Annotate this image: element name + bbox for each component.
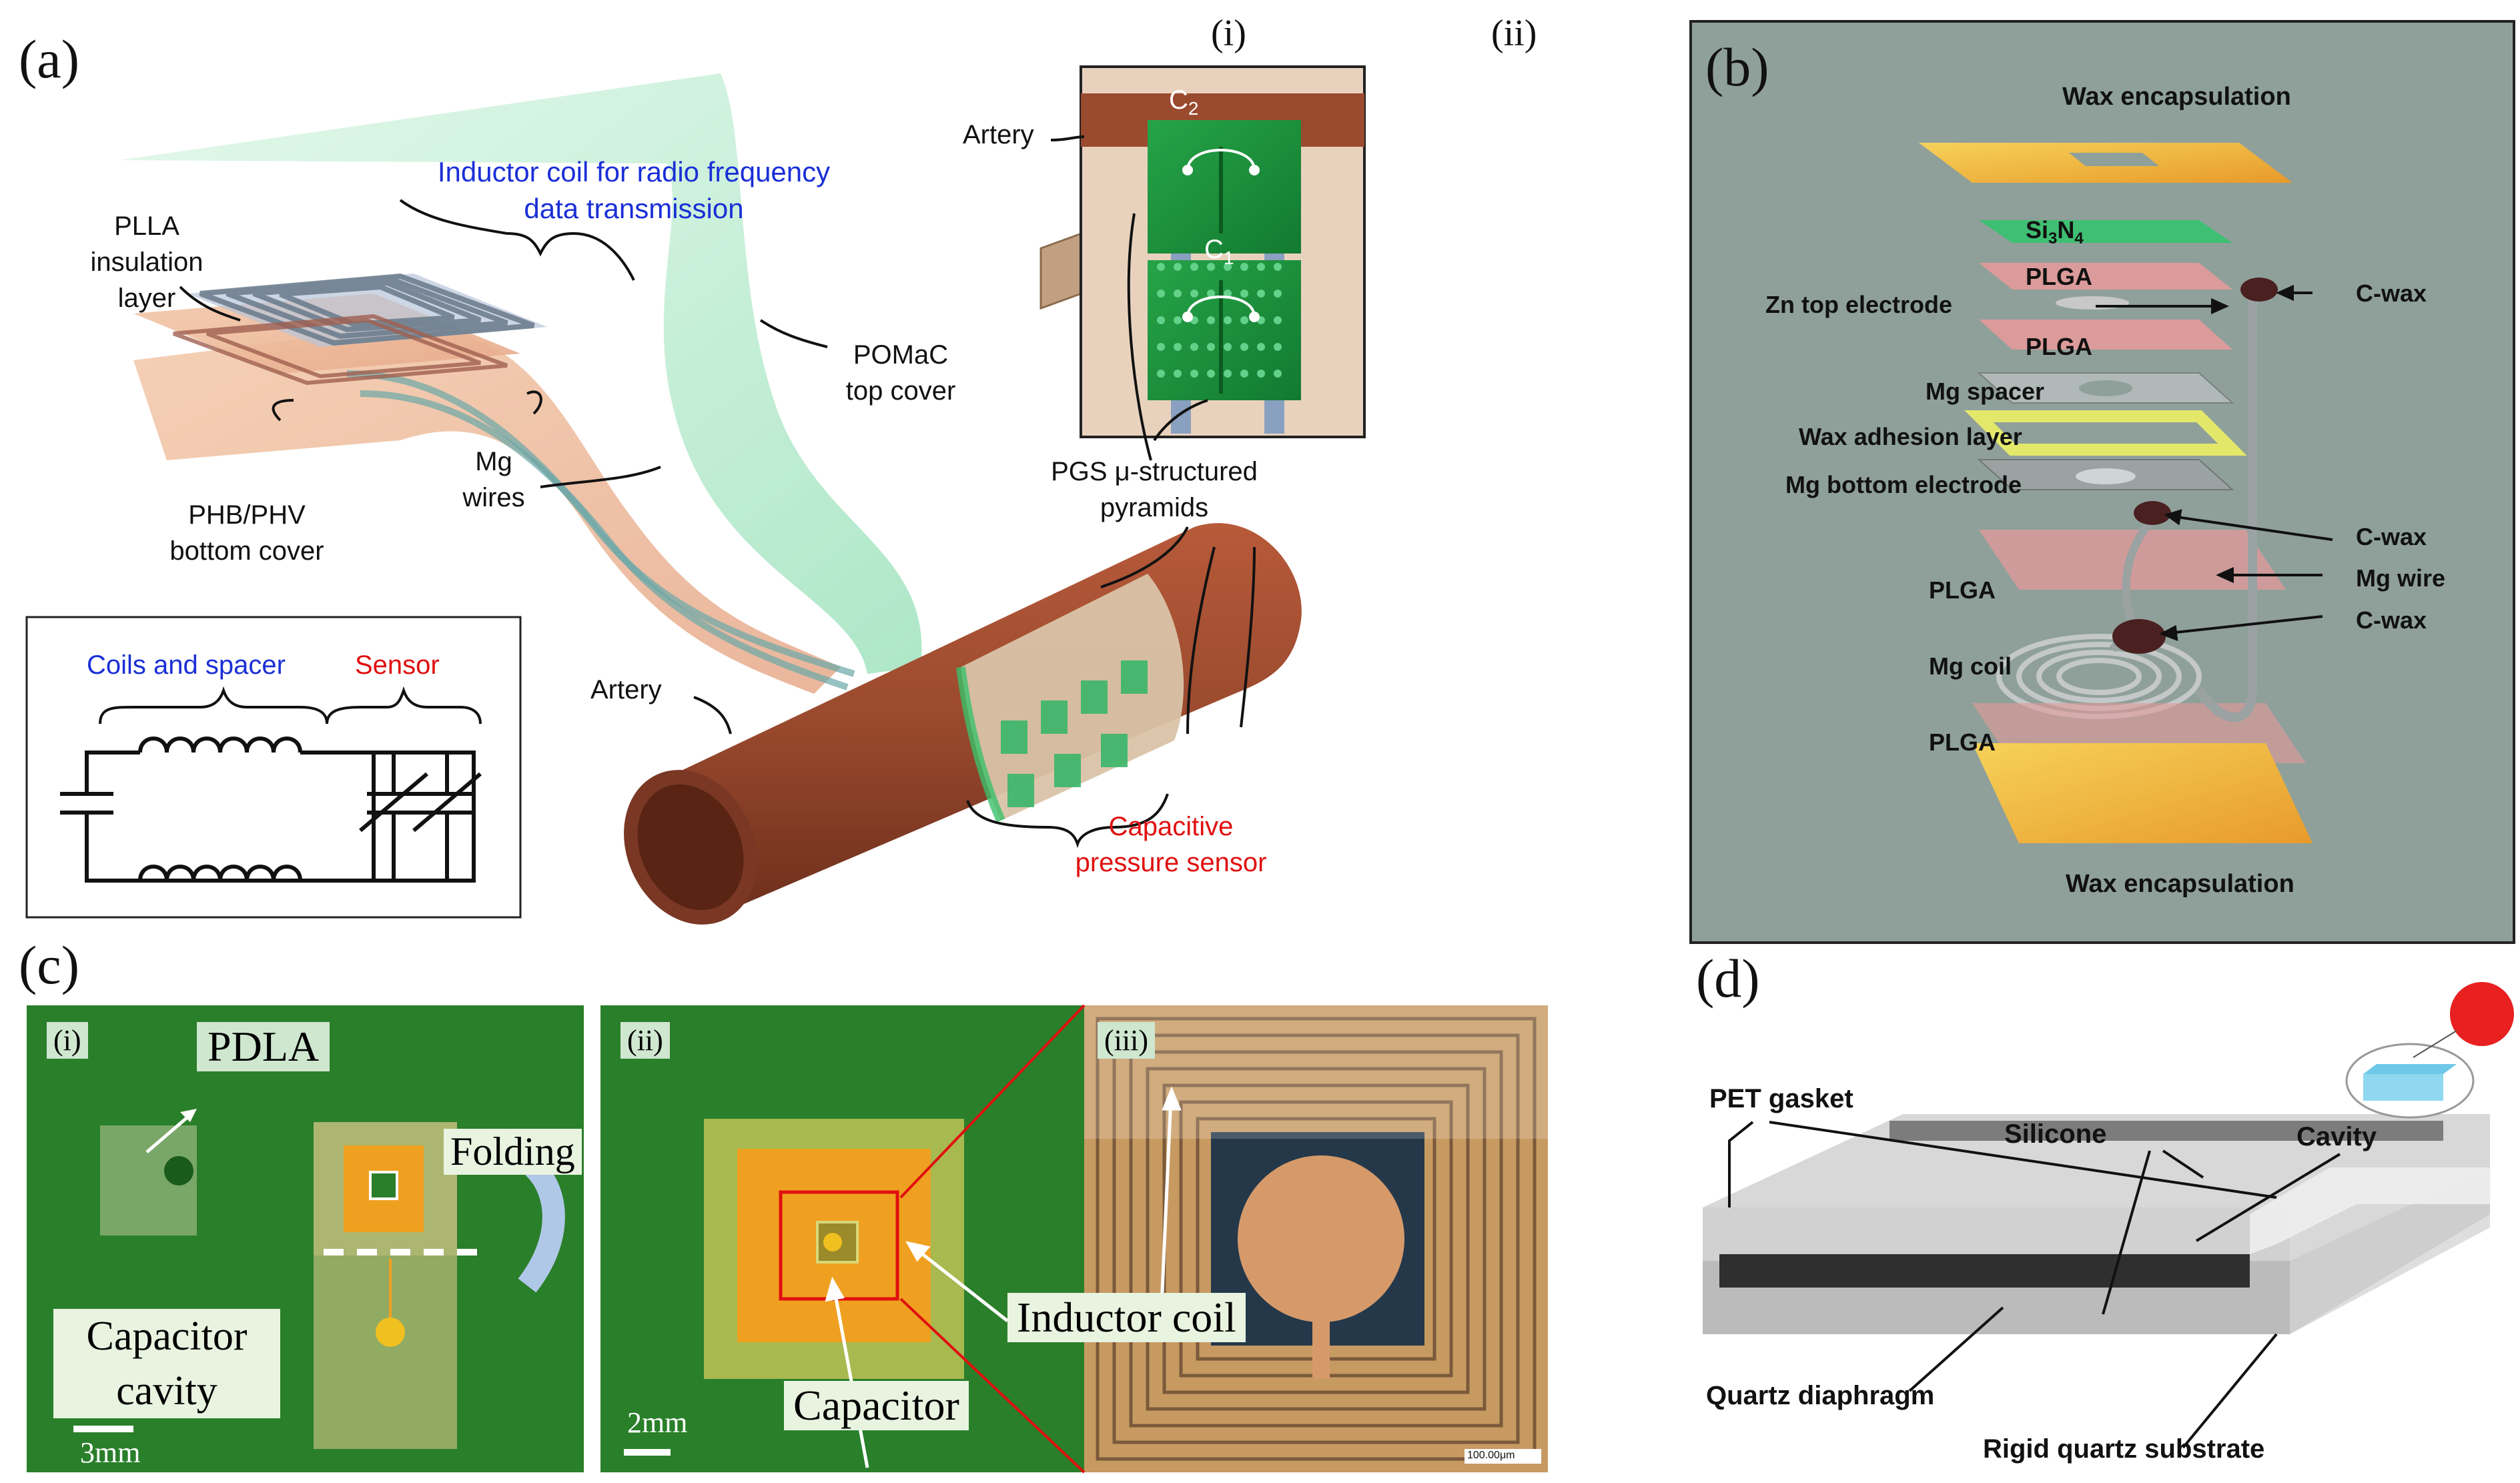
- b-si3n4-n: N: [2057, 216, 2075, 243]
- panel-a-illustration: [25, 65, 1366, 925]
- inductor-coil-line1: Inductor coil for radio frequency: [437, 156, 831, 187]
- panel-c: (c) (i) PDLA Folding Capacitor cavity 3m…: [0, 934, 1681, 1483]
- b-wax-top: Wax encapsulation: [2062, 83, 2291, 111]
- mg-wires-label: Mg wires: [454, 444, 534, 516]
- capacitor-label-c: Capacitor: [784, 1381, 969, 1430]
- c2-label: C2: [1169, 85, 1198, 119]
- scale-2mm: 2mm: [627, 1406, 688, 1439]
- scale-3mm: 3mm: [80, 1436, 141, 1469]
- panel-a-sub-i: (i): [1211, 13, 1246, 54]
- pomac-top-cover-ribbon: [120, 73, 922, 674]
- sensor-label: Sensor: [355, 650, 440, 680]
- b-wax-adhesion: Wax adhesion layer: [1799, 423, 2022, 450]
- silicone-label: Silicone: [2004, 1119, 2107, 1149]
- panel-d-illustration: [1703, 982, 2514, 1449]
- panel-c-ii-illustration: [624, 1119, 964, 1456]
- scale-1mm: 1 mm: [1568, 694, 1608, 749]
- pgs-label: PGS μ-structured pyramids: [1001, 454, 1308, 526]
- inductor-coil-label: Inductor coil for radio frequency data t…: [374, 153, 894, 227]
- circuit-schematic: [60, 686, 482, 883]
- panel-d: (d) PET gasket Silicone Cavity Q: [1689, 947, 2520, 1483]
- b-cwax3: C-wax: [2356, 606, 2427, 634]
- capacitor-cavity-label: Capacitor cavity: [53, 1309, 280, 1418]
- panel-c-overlay: [825, 1004, 1182, 1474]
- coils-spacer-label: Coils and spacer: [87, 650, 286, 680]
- b-cwax2: C-wax: [2356, 523, 2427, 550]
- artery-main-label: Artery: [590, 675, 662, 704]
- panel-c-iii-illustration: [1084, 1005, 1548, 1464]
- c1-text: C: [1204, 235, 1224, 264]
- b-si3n4-sub1: 3: [2048, 229, 2058, 248]
- panel-a-sub-ii: (ii): [1491, 13, 1537, 54]
- pet-gasket-label: PET gasket: [1709, 1084, 1853, 1113]
- mg-line1: Mg: [475, 447, 512, 476]
- b-plga4: PLGA: [1929, 728, 1996, 756]
- b-si3n4-si: Si: [2026, 216, 2049, 243]
- artery-inset-label: Artery: [963, 120, 1034, 149]
- c2-text: C: [1169, 85, 1188, 115]
- b-mg-wire: Mg wire: [2356, 564, 2446, 592]
- pomac-line2: top cover: [845, 376, 956, 406]
- pgs-line1: PGS μ-structured: [1051, 457, 1258, 486]
- b-mg-spacer: Mg spacer: [1926, 378, 2045, 405]
- b-cwax1: C-wax: [2356, 280, 2427, 307]
- c-i-sub: (i): [47, 1022, 88, 1059]
- inductor-coil-label-c: Inductor coil: [1007, 1293, 1246, 1342]
- b-mg-coil: Mg coil: [1929, 652, 2012, 680]
- mg-line2: wires: [462, 483, 525, 512]
- plla-line2: insulation: [90, 248, 203, 277]
- scale-50um: 50 μm: [1558, 851, 1592, 906]
- rigid-quartz-label: Rigid quartz substrate: [1983, 1434, 2265, 1464]
- folding-label: Folding: [444, 1129, 582, 1175]
- inductor-coil-line2: data transmission: [524, 193, 744, 224]
- quartz-diaphragm-label: Quartz diaphragm: [1706, 1381, 1935, 1410]
- pdla-label: PDLA: [197, 1022, 330, 1071]
- c2-sub: 2: [1188, 98, 1199, 119]
- plla-label: PLLA insulation layer: [87, 208, 207, 316]
- b-zn: Zn top electrode: [1765, 291, 1953, 318]
- b-wax-bottom: Wax encapsulation: [2066, 870, 2294, 898]
- scale-5mm: 5 mm: [1571, 514, 1611, 569]
- cavity-label: Cavity: [2296, 1122, 2377, 1151]
- panel-c-letter: (c): [19, 935, 80, 995]
- phb-line2: bottom cover: [169, 536, 324, 566]
- capacitor-cavity-line2: cavity: [116, 1368, 218, 1414]
- b-plga2: PLGA: [2026, 333, 2093, 360]
- capacitive-line1: Capacitive: [1108, 812, 1234, 841]
- c-iii-sub: (iii): [1098, 1022, 1155, 1059]
- inductor-coil-stack: [133, 273, 547, 386]
- b-si3n4: Si3N4: [2026, 216, 2084, 248]
- plla-line1: PLLA: [114, 211, 179, 241]
- panel-b-letter: (b): [1705, 37, 1769, 97]
- capacitive-sensor-wrap: [956, 229, 1184, 823]
- plla-line3: layer: [117, 284, 176, 313]
- capacitor-cavity-line1: Capacitor: [86, 1314, 248, 1359]
- phb-ribbon: [133, 326, 841, 694]
- c1-sub: 1: [1223, 248, 1234, 268]
- inset-i-capacitor-c1: [1148, 260, 1301, 434]
- pomac-label: POMaC top cover: [827, 337, 974, 409]
- capacitive-line2: pressure sensor: [1075, 848, 1267, 877]
- panel-c-iii: (iii) 100.00μm: [1084, 1005, 1548, 1472]
- circuit-diagram-box: [25, 616, 522, 919]
- b-mg-bottom: Mg bottom electrode: [1785, 471, 2022, 498]
- pomac-line1: POMaC: [853, 340, 949, 370]
- phb-line1: PHB/PHV: [188, 500, 306, 530]
- phb-label: PHB/PHV bottom cover: [153, 497, 340, 569]
- panel-a: (a): [0, 0, 1611, 931]
- b-plga3: PLGA: [1929, 576, 1996, 604]
- panel-a-letter: (a): [19, 29, 80, 89]
- c-ii-sub: (ii): [620, 1022, 670, 1059]
- scale-100um: 100.00μm: [1467, 1450, 1515, 1461]
- panel-b-stack-illustration: [1919, 143, 2333, 843]
- panel-b: (b): [1689, 20, 2515, 944]
- b-si3n4-sub2: 4: [2074, 229, 2084, 248]
- capacitive-sensor-label: Capacitive pressure sensor: [1061, 809, 1281, 881]
- pgs-line2: pyramids: [1100, 493, 1209, 522]
- panel-d-letter: (d): [1696, 948, 1760, 1009]
- c1-label: C1: [1204, 235, 1234, 269]
- panel-c-i: (i) PDLA Folding Capacitor cavity 3mm: [27, 1005, 584, 1472]
- b-plga1: PLGA: [2026, 263, 2093, 290]
